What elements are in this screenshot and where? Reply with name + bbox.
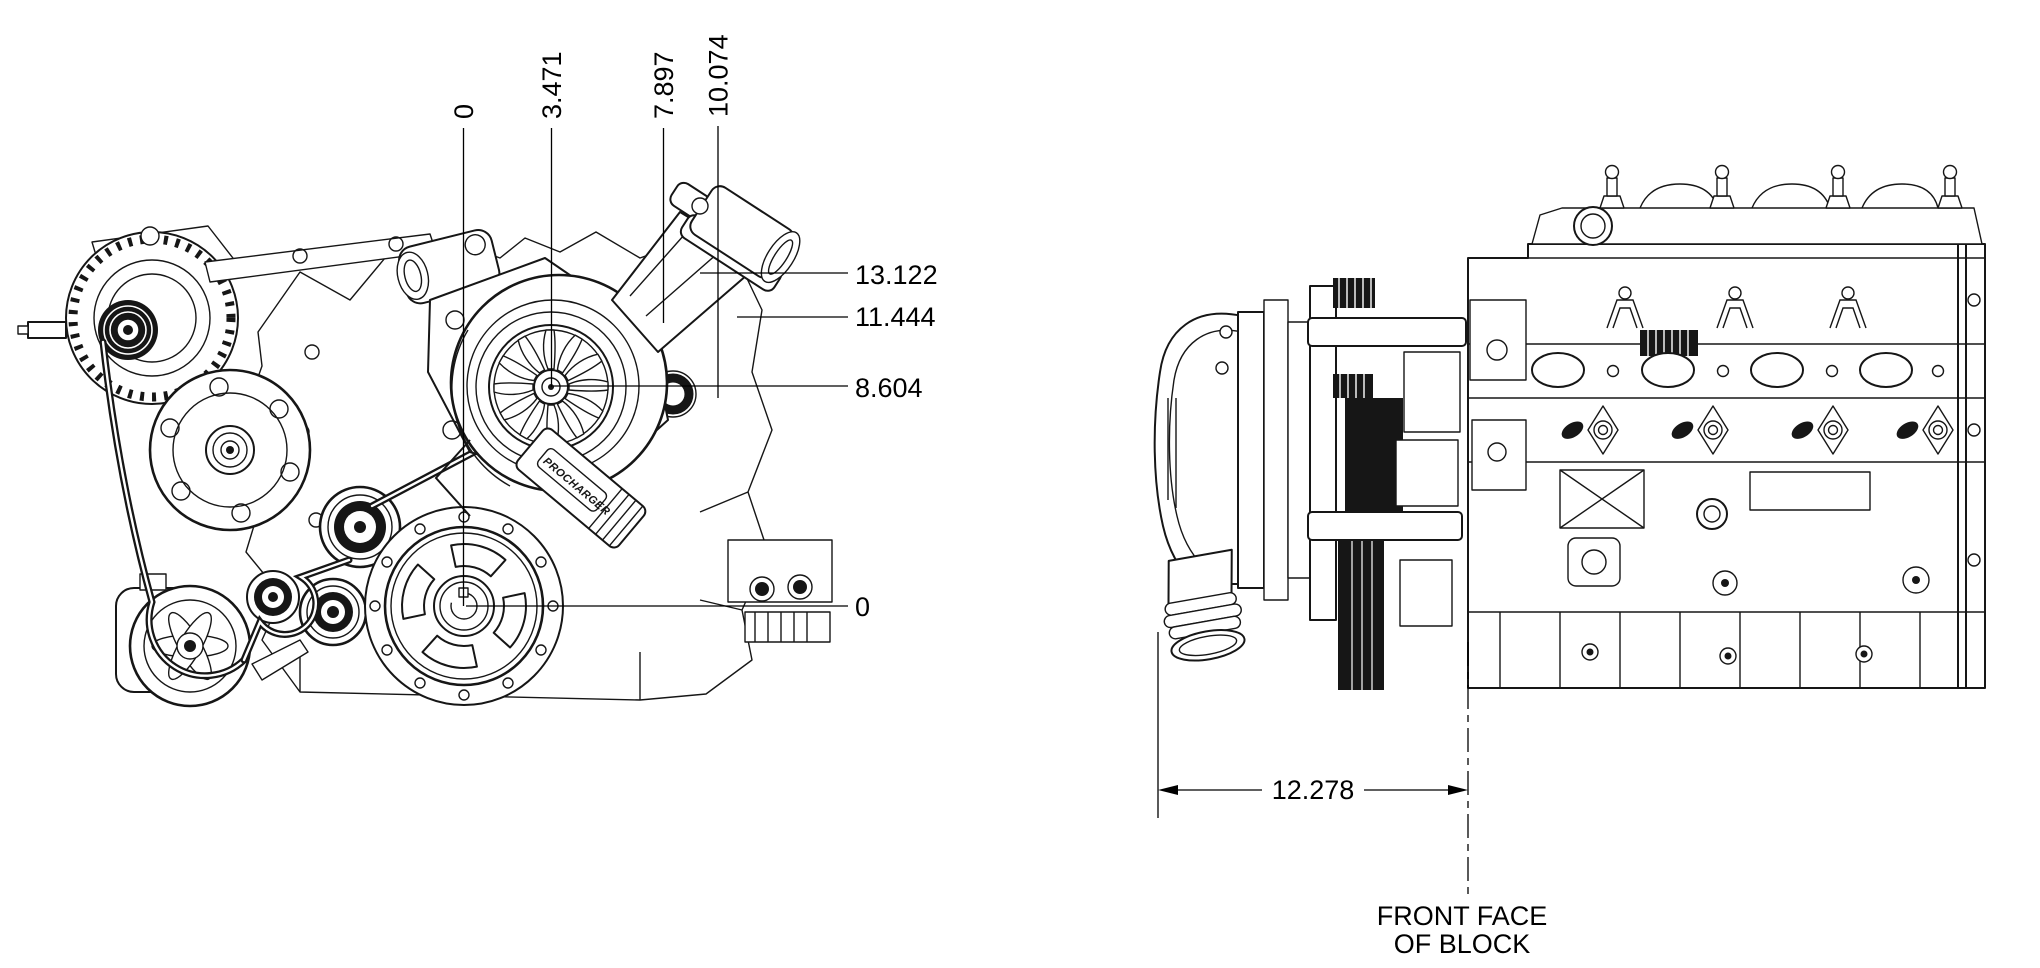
front-view: PROCHARGER — [17, 181, 833, 708]
exhaust-ports — [1531, 352, 1945, 388]
drive-bracket — [1237, 278, 1467, 690]
oil-cap — [1573, 206, 1613, 246]
dim-label-8604: 8.604 — [855, 373, 923, 403]
mount-plate — [727, 539, 833, 643]
dim-arrow-left — [1158, 785, 1178, 795]
throttle-body-inlet — [611, 181, 801, 353]
dim-label-11444: 11.444 — [855, 302, 936, 332]
side-engine-block — [1467, 164, 1986, 689]
ac-compressor — [115, 573, 252, 708]
dim-label-13122: 13.122 — [855, 260, 938, 290]
alternator — [17, 225, 239, 405]
valve-cover — [1531, 207, 1983, 245]
side-belt-dark — [1338, 540, 1384, 690]
water-pump-pulley — [148, 368, 312, 532]
front-face-note-line1: FRONT FACE — [1377, 901, 1548, 931]
side-supercharger — [1153, 312, 1246, 662]
idler-pulley-upper — [318, 485, 402, 569]
tensioner-pulley — [251, 577, 368, 681]
dim-label-12278: 12.278 — [1272, 775, 1355, 805]
dim-label-x10074: 10.074 — [704, 34, 734, 117]
dim-label-x3471: 3.471 — [537, 51, 567, 119]
dim-label-x0: 0 — [449, 104, 479, 119]
idler-pulley-lower — [246, 570, 300, 624]
front-face-note-line2: OF BLOCK — [1394, 929, 1531, 959]
procharger-badge — [536, 448, 608, 512]
side-view — [1153, 164, 1986, 690]
lower-mount-arm — [1307, 511, 1463, 541]
inlet-tube — [1163, 548, 1246, 662]
dim-label-y0: 0 — [855, 592, 870, 622]
dimensions: 0 3.471 7.897 10.074 13.122 11.444 8.604… — [449, 34, 1547, 959]
upper-mount-arm — [1307, 317, 1467, 347]
dim-arrow-right — [1448, 785, 1468, 795]
side-pulley-dark — [1345, 398, 1403, 514]
dim-label-x7897: 7.897 — [649, 51, 679, 119]
